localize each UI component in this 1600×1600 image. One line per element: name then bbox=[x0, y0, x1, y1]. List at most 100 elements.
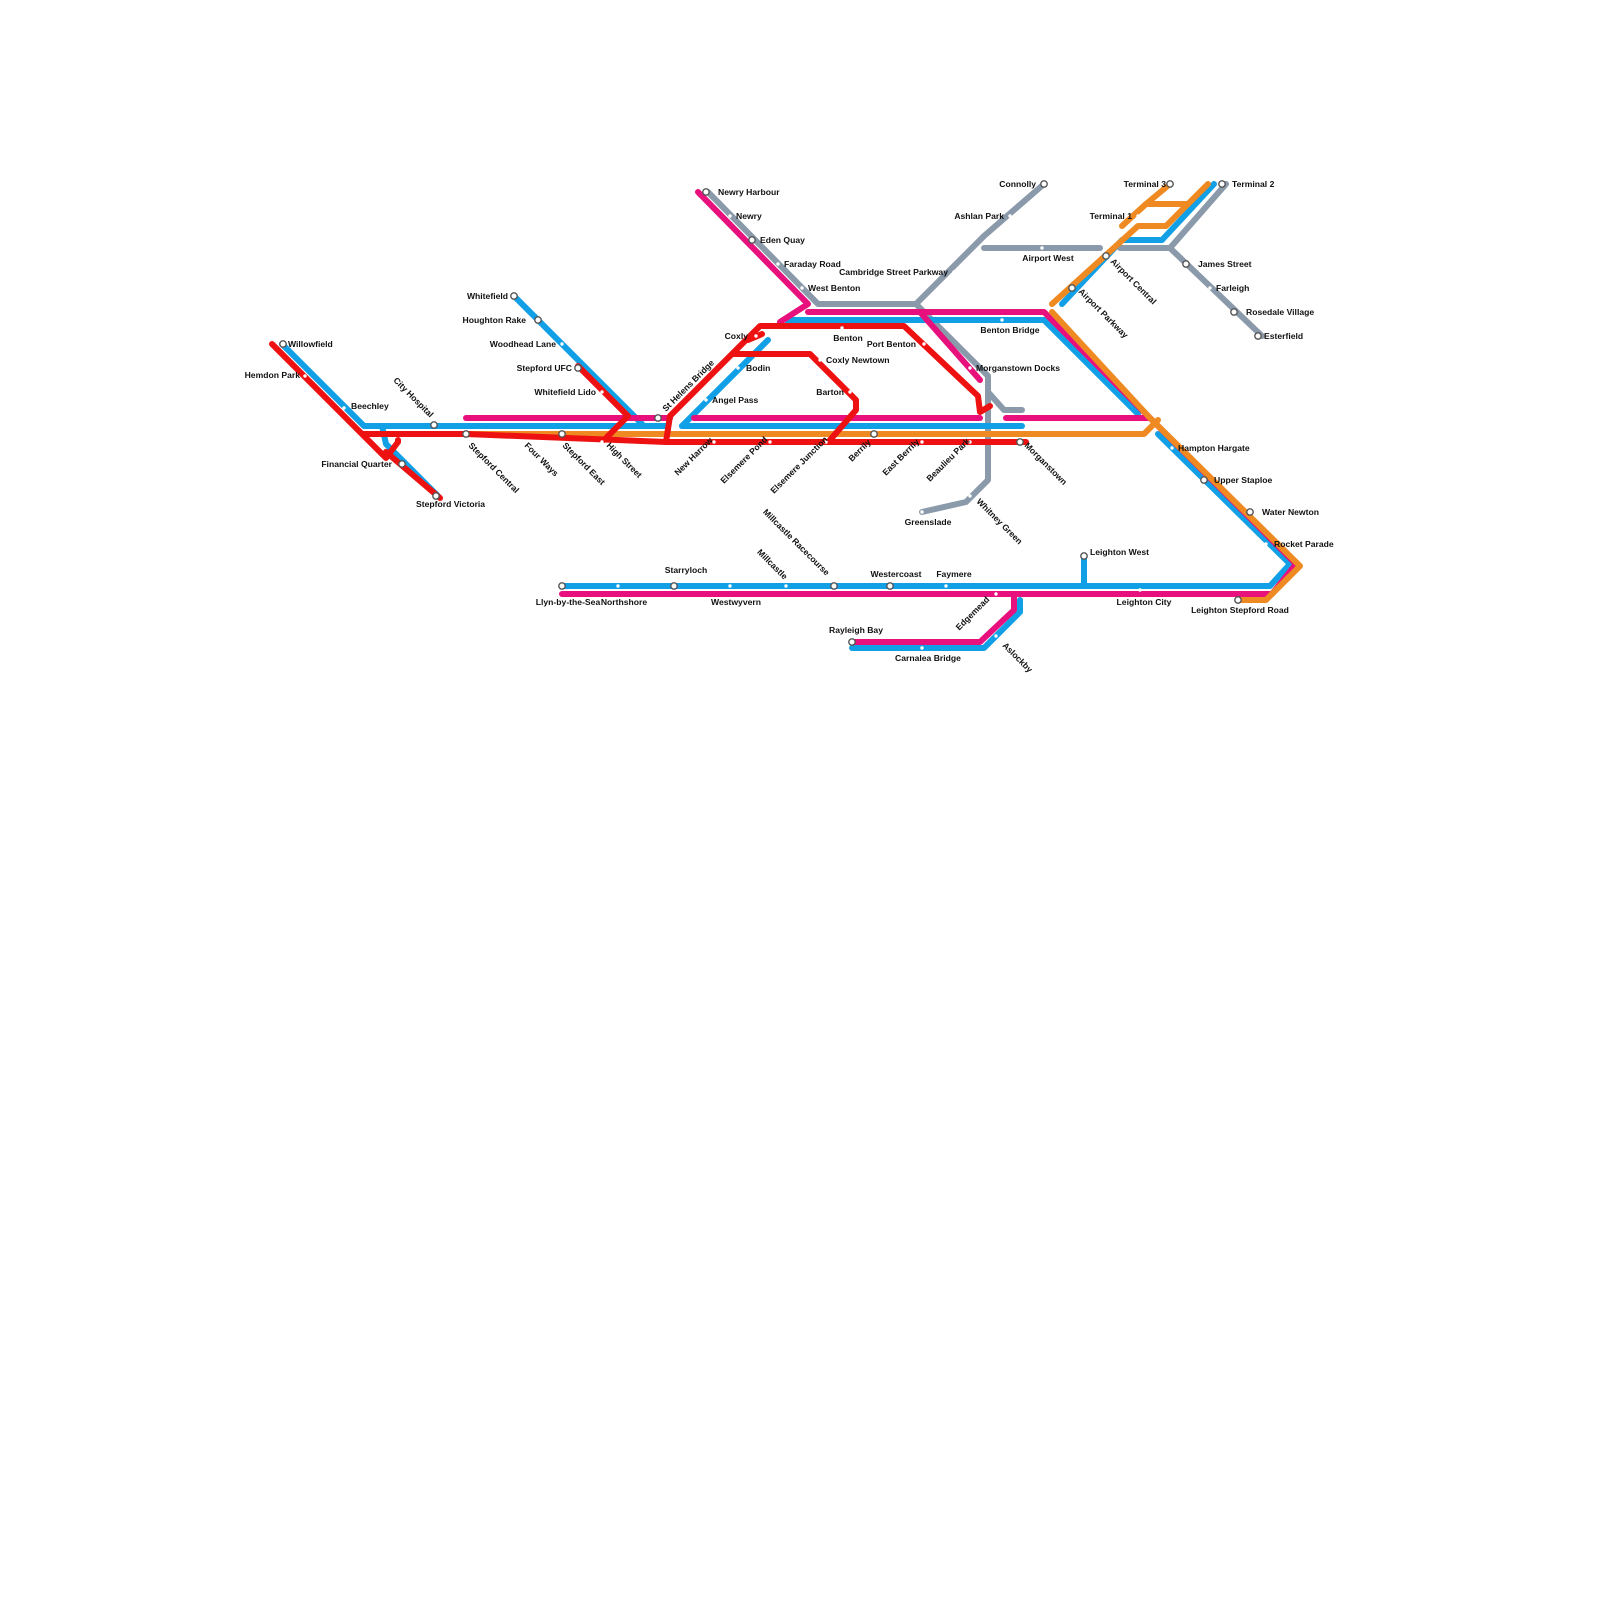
station-marker-terminal-3[interactable] bbox=[1166, 180, 1174, 188]
station-marker-llyn-by-the-sea[interactable] bbox=[558, 582, 566, 590]
station-label-benton[interactable]: Benton bbox=[833, 333, 863, 343]
station-marker-faymere[interactable] bbox=[944, 584, 948, 588]
station-marker-stepford-victoria[interactable] bbox=[432, 492, 440, 500]
station-label-whitefield-lido[interactable]: Whitefield Lido bbox=[534, 387, 596, 397]
station-label-hampton-hargate[interactable]: Hampton Hargate bbox=[1178, 443, 1250, 453]
station-label-leighton-west[interactable]: Leighton West bbox=[1090, 547, 1149, 557]
station-label-houghton-rake[interactable]: Houghton Rake bbox=[463, 315, 527, 325]
station-marker-houghton-rake[interactable] bbox=[534, 316, 542, 324]
station-label-bodin[interactable]: Bodin bbox=[746, 363, 770, 373]
station-marker-rocket-parade[interactable] bbox=[1264, 542, 1268, 546]
station-marker-westercoast[interactable] bbox=[886, 582, 894, 590]
station-label-high-street[interactable]: High Street bbox=[605, 440, 645, 480]
station-label-morganstown-docks[interactable]: Morganstown Docks bbox=[976, 363, 1060, 373]
station-label-west-benton[interactable]: West Benton bbox=[808, 283, 860, 293]
station-label-james-street[interactable]: James Street bbox=[1198, 259, 1252, 269]
station-marker-east-berrily[interactable] bbox=[920, 440, 924, 444]
station-label-st-helens-bridge[interactable]: St Helens Bridge bbox=[660, 358, 716, 414]
station-label-rayleigh-bay[interactable]: Rayleigh Bay bbox=[829, 625, 883, 635]
station-marker-airport-west[interactable] bbox=[1040, 246, 1044, 250]
station-label-connolly[interactable]: Connolly bbox=[999, 179, 1036, 189]
station-marker-four-ways[interactable] bbox=[520, 440, 524, 444]
station-label-whitefield[interactable]: Whitefield bbox=[467, 291, 508, 301]
station-label-airport-west[interactable]: Airport West bbox=[1022, 253, 1074, 263]
station-label-morganstown[interactable]: Morganstown bbox=[1023, 440, 1070, 487]
station-label-edgemead[interactable]: Edgemead bbox=[954, 594, 992, 632]
station-label-coxly[interactable]: Coxly bbox=[725, 331, 749, 341]
station-marker-cambridge-street-parkway[interactable] bbox=[952, 270, 956, 274]
station-marker-coxly-newtown[interactable] bbox=[818, 358, 822, 362]
station-marker-terminal-1[interactable] bbox=[1136, 214, 1140, 218]
station-label-stepford-ufc[interactable]: Stepford UFC bbox=[517, 363, 572, 373]
station-marker-elsemere-pond[interactable] bbox=[768, 440, 772, 444]
station-marker-greenslade[interactable] bbox=[920, 510, 924, 514]
station-label-westwyvern[interactable]: Westwyvern bbox=[711, 597, 761, 607]
station-label-stepford-victoria[interactable]: Stepford Victoria bbox=[416, 499, 485, 509]
station-marker-millcastle-racecourse[interactable] bbox=[830, 582, 838, 590]
station-label-whitney-green[interactable]: Whitney Green bbox=[975, 496, 1025, 546]
station-label-city-hospital[interactable]: City Hospital bbox=[391, 375, 435, 419]
station-marker-leighton-city[interactable] bbox=[1138, 588, 1142, 592]
station-label-greenslade[interactable]: Greenslade bbox=[905, 517, 952, 527]
station-marker-airport-parkway[interactable] bbox=[1068, 284, 1076, 292]
station-label-angel-pass[interactable]: Angel Pass bbox=[712, 395, 759, 405]
station-label-terminal-3[interactable]: Terminal 3 bbox=[1124, 179, 1167, 189]
station-label-beechley[interactable]: Beechley bbox=[351, 401, 389, 411]
station-marker-hemdon-park[interactable] bbox=[303, 374, 307, 378]
station-label-benton-bridge[interactable]: Benton Bridge bbox=[980, 325, 1039, 335]
station-label-airport-parkway[interactable]: Airport Parkway bbox=[1077, 286, 1131, 340]
station-marker-westwyvern[interactable] bbox=[728, 584, 732, 588]
station-marker-leighton-west[interactable] bbox=[1080, 552, 1088, 560]
station-marker-eden-quay[interactable] bbox=[748, 236, 756, 244]
station-label-cambridge-street-parkway[interactable]: Cambridge Street Parkway bbox=[839, 267, 948, 277]
station-label-northshore[interactable]: Northshore bbox=[601, 597, 648, 607]
station-marker-hampton-hargate[interactable] bbox=[1170, 446, 1174, 450]
station-marker-woodhead-lane[interactable] bbox=[560, 342, 564, 346]
station-label-newry-harbour[interactable]: Newry Harbour bbox=[718, 187, 780, 197]
station-marker-bodin[interactable] bbox=[736, 366, 740, 370]
station-marker-st-helens-bridge[interactable] bbox=[654, 414, 662, 422]
station-marker-whitney-green[interactable] bbox=[968, 494, 972, 498]
station-label-faraday-road[interactable]: Faraday Road bbox=[784, 259, 841, 269]
station-marker-new-harrow[interactable] bbox=[712, 440, 716, 444]
station-label-rocket-parade[interactable]: Rocket Parade bbox=[1274, 539, 1334, 549]
station-marker-barton[interactable] bbox=[848, 390, 852, 394]
station-label-water-newton[interactable]: Water Newton bbox=[1262, 507, 1319, 517]
station-marker-morganstown-docks[interactable] bbox=[968, 366, 972, 370]
station-marker-upper-staploe[interactable] bbox=[1200, 476, 1208, 484]
station-marker-leighton-stepford-road[interactable] bbox=[1234, 596, 1242, 604]
station-marker-ashlan-park[interactable] bbox=[1008, 214, 1012, 218]
station-label-hemdon-park[interactable]: Hemdon Park bbox=[245, 370, 301, 380]
station-label-willowfield[interactable]: Willowfield bbox=[288, 339, 333, 349]
station-label-woodhead-lane[interactable]: Woodhead Lane bbox=[490, 339, 556, 349]
station-marker-carnalea-bridge[interactable] bbox=[920, 646, 924, 650]
station-marker-stepford-ufc[interactable] bbox=[574, 364, 582, 372]
station-label-terminal-2[interactable]: Terminal 2 bbox=[1232, 179, 1275, 189]
station-marker-james-street[interactable] bbox=[1182, 260, 1190, 268]
station-marker-edgemead[interactable] bbox=[994, 592, 998, 596]
station-marker-aslockby[interactable] bbox=[994, 634, 998, 638]
station-label-terminal-1[interactable]: Terminal 1 bbox=[1090, 211, 1133, 221]
station-label-ashlan-park[interactable]: Ashlan Park bbox=[954, 211, 1004, 221]
station-marker-esterfield[interactable] bbox=[1254, 332, 1262, 340]
station-label-westercoast[interactable]: Westercoast bbox=[871, 569, 922, 579]
station-label-financial-quarter[interactable]: Financial Quarter bbox=[321, 459, 392, 469]
station-marker-faraday-road[interactable] bbox=[776, 262, 780, 266]
station-marker-starryloch[interactable] bbox=[670, 582, 678, 590]
station-label-four-ways[interactable]: Four Ways bbox=[523, 440, 561, 478]
station-label-llyn-by-the-sea[interactable]: Llyn-by-the-Sea bbox=[536, 597, 601, 607]
station-marker-whitefield-lido[interactable] bbox=[600, 390, 604, 394]
station-marker-west-benton[interactable] bbox=[800, 286, 804, 290]
station-label-upper-staploe[interactable]: Upper Staploe bbox=[1214, 475, 1272, 485]
station-marker-newry[interactable] bbox=[728, 214, 732, 218]
station-label-rosedale-village[interactable]: Rosedale Village bbox=[1246, 307, 1314, 317]
station-label-barton[interactable]: Barton bbox=[816, 387, 844, 397]
station-label-port-benton[interactable]: Port Benton bbox=[867, 339, 916, 349]
station-label-stepford-east[interactable]: Stepford East bbox=[561, 440, 608, 487]
station-label-carnalea-bridge[interactable]: Carnalea Bridge bbox=[895, 653, 961, 663]
station-marker-terminal-2[interactable] bbox=[1218, 180, 1226, 188]
station-marker-port-benton[interactable] bbox=[922, 342, 926, 346]
station-marker-stepford-central[interactable] bbox=[462, 430, 470, 438]
station-marker-financial-quarter[interactable] bbox=[398, 460, 406, 468]
station-marker-willowfield[interactable] bbox=[279, 340, 287, 348]
